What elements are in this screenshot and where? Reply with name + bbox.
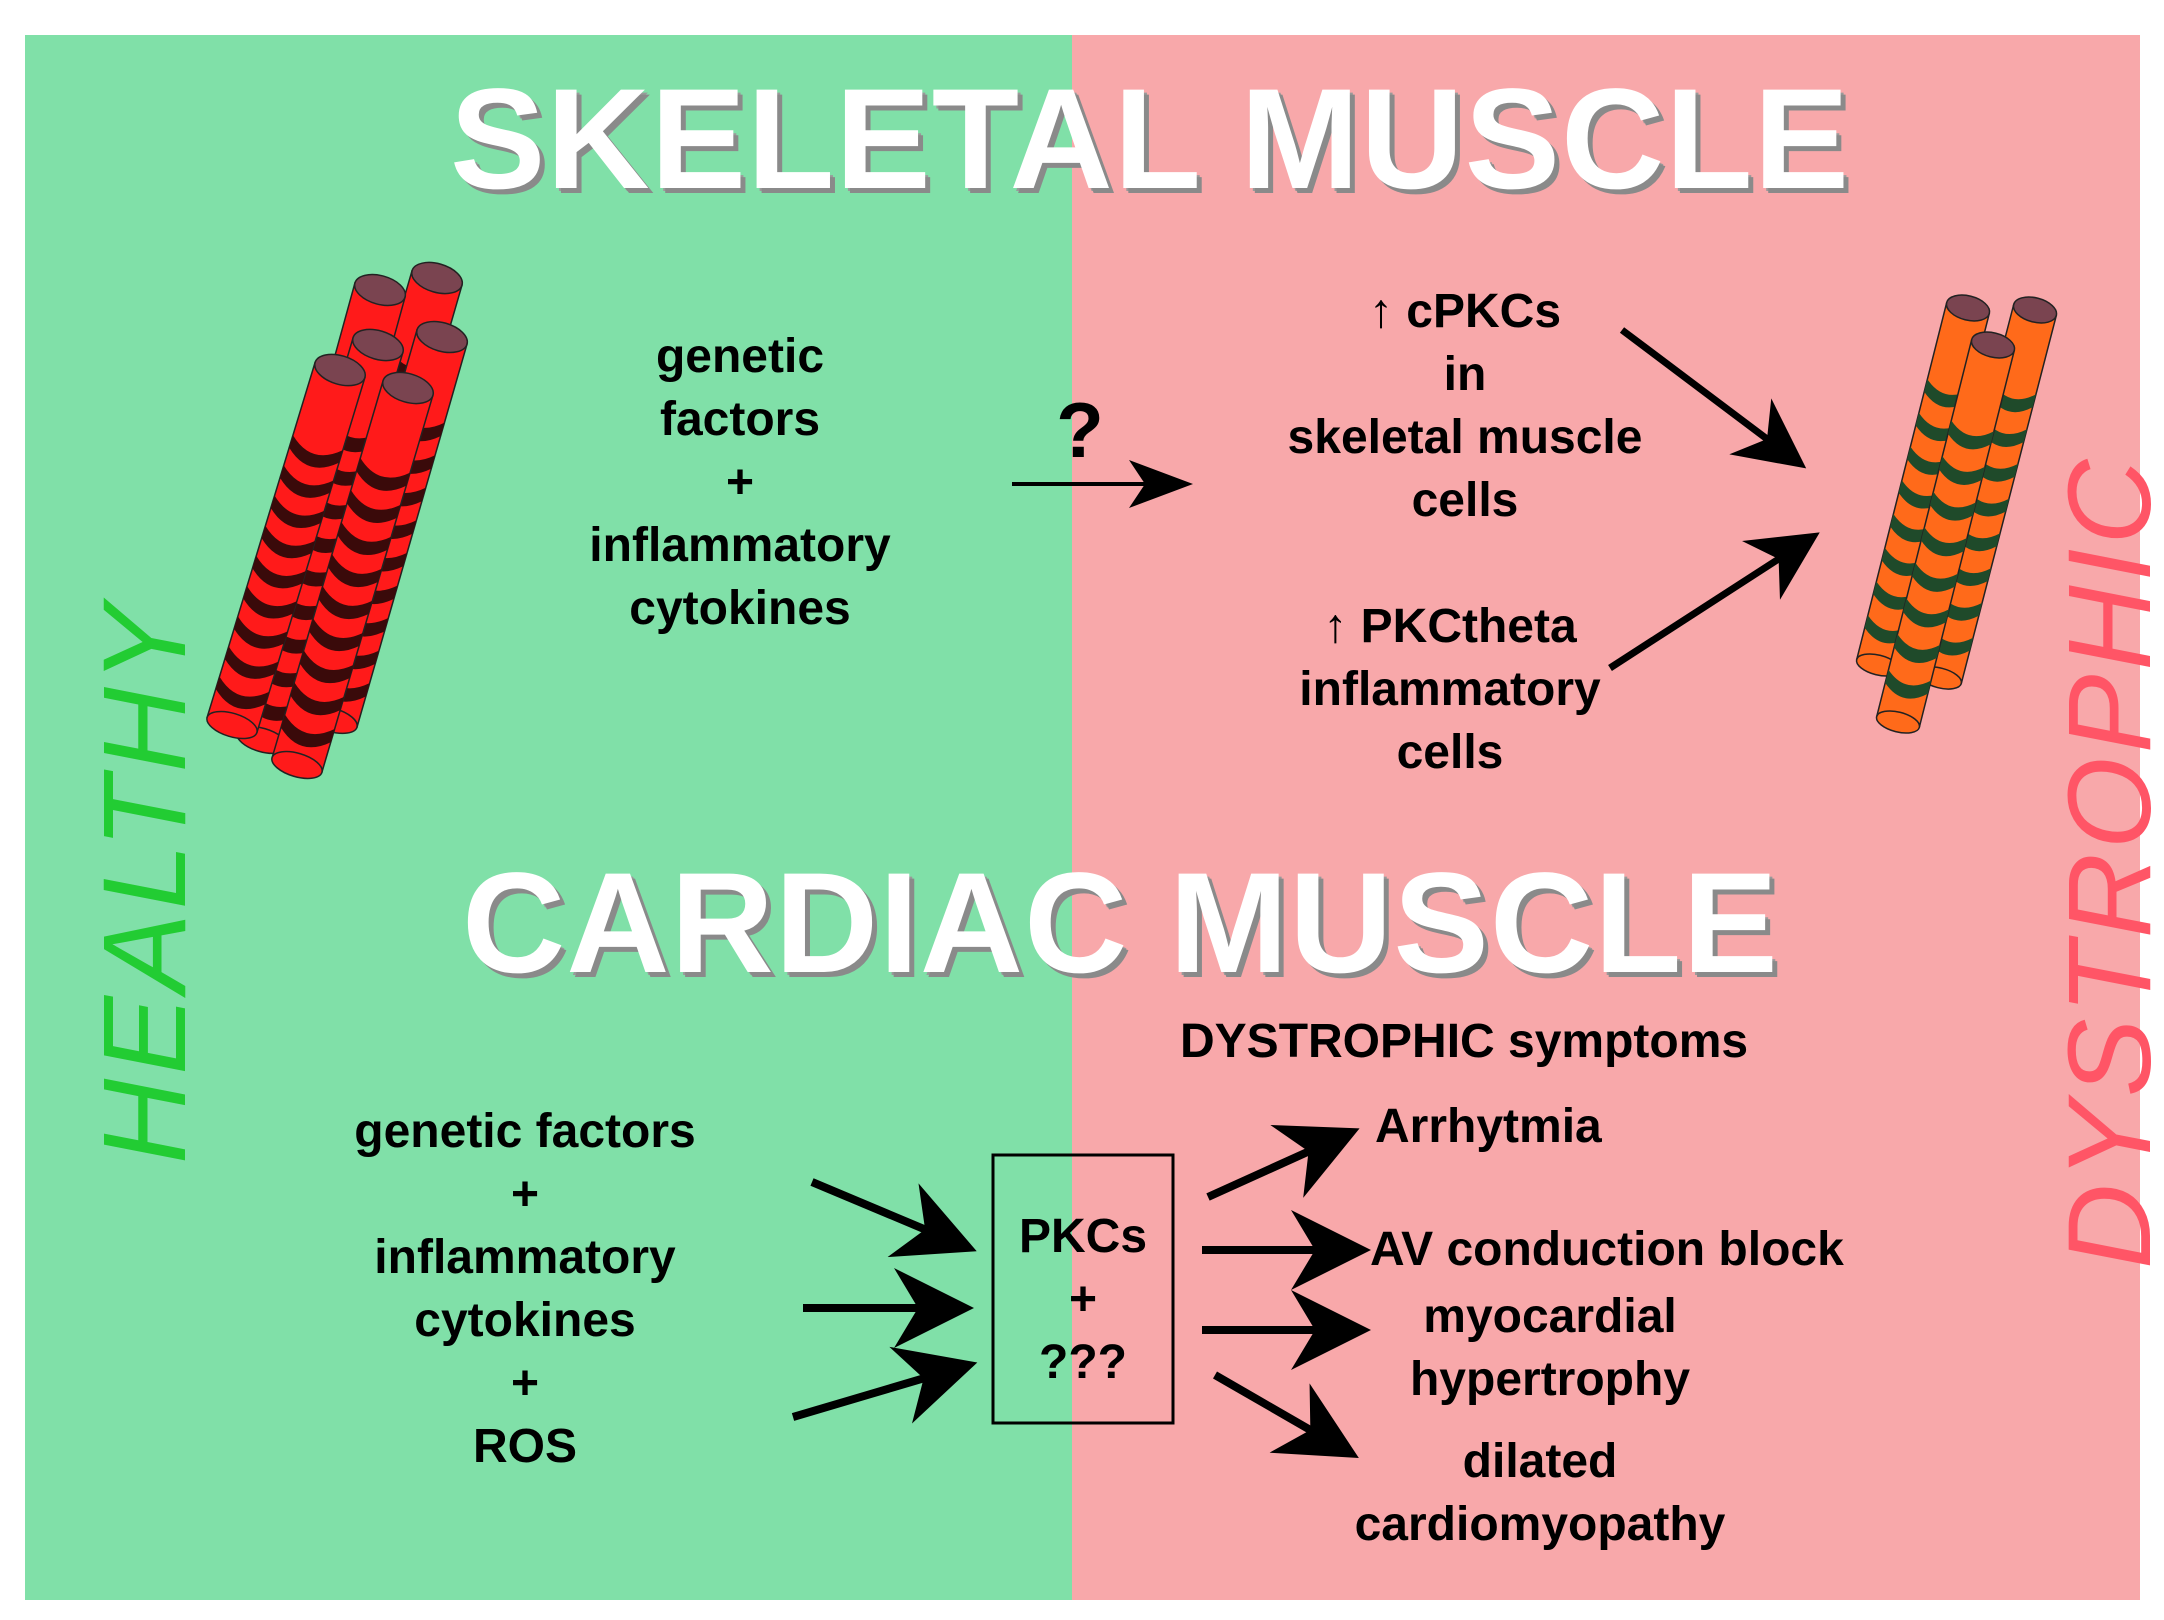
cpkc-arrow xyxy=(1619,327,1807,469)
dystrophic-label: DYSTROPHIC xyxy=(2044,455,2164,1269)
skeletal-cause-line-3: + xyxy=(725,456,755,509)
hypertrophy-line-1: myocardial xyxy=(1423,1290,1677,1343)
cardiac-cause-line-5: + xyxy=(510,1357,540,1410)
cardiac-muscle-title: CARDIAC MUSCLE xyxy=(462,844,1779,1003)
skeletal-cause-line-2: factors xyxy=(659,393,821,446)
question-mark: ? xyxy=(1056,386,1104,474)
dystrophic-fiber xyxy=(1875,331,2016,734)
cardiomyopathy-label: dilated cardiomyopathy xyxy=(1300,1430,1780,1556)
cardiac-cause-line-3: inflammatory xyxy=(374,1231,676,1284)
pkctheta-arrow xyxy=(1608,532,1820,671)
hypertrophy-label: myocardial hypertrophy xyxy=(1370,1285,1730,1411)
cardiac-cause-line-1: genetic factors xyxy=(354,1105,696,1158)
cpkc-line-3: skeletal muscle xyxy=(1287,411,1643,464)
skeletal-causes: genetic factors + inflammatory cytokines xyxy=(520,325,960,640)
cardiac-cause-line-6: ROS xyxy=(472,1420,577,1473)
symptoms-header: DYSTROPHIC symptoms xyxy=(1180,1015,1749,1068)
pkcs-box-text: PKCs + ??? xyxy=(993,1205,1173,1394)
cpkc-line-2: in xyxy=(1443,348,1487,401)
box-line-3: ??? xyxy=(1039,1336,1127,1389)
cpkc-line-4: cells xyxy=(1411,474,1519,527)
pkctheta-line-3: cells xyxy=(1396,726,1504,779)
cpkc-block: ↑ cPKCs in skeletal muscle cells xyxy=(1245,280,1685,532)
av-block-label: AV conduction block xyxy=(1370,1223,1844,1276)
cardiomyopathy-arrow xyxy=(1213,1371,1359,1458)
healthy-fiber xyxy=(206,353,366,740)
healthy-label: HEALTHY xyxy=(79,600,211,1165)
skeletal-cause-line-4: inflammatory xyxy=(589,519,891,572)
box-line-2: + xyxy=(1068,1273,1098,1326)
cardiac-input-arrow-3 xyxy=(791,1346,978,1424)
arrhythmia-label: Arrhytmia xyxy=(1375,1100,1602,1153)
pkctheta-line-1: ↑ PKCtheta xyxy=(1323,600,1577,653)
cardiomyopathy-line-1: dilated xyxy=(1462,1435,1618,1488)
hypertrophy-line-2: hypertrophy xyxy=(1409,1353,1691,1406)
box-line-1: PKCs xyxy=(1018,1210,1148,1263)
skeletal-muscle-title: SKELETAL MUSCLE xyxy=(450,60,1851,219)
pkcs-box xyxy=(991,1153,1175,1425)
pkctheta-line-2: inflammatory xyxy=(1299,663,1601,716)
cardiac-causes: genetic factors + inflammatory cytokines… xyxy=(290,1100,760,1478)
pkctheta-block: ↑ PKCtheta inflammatory cells xyxy=(1240,595,1660,784)
healthy-fiber xyxy=(271,371,435,780)
cardiac-cause-line-4: cytokines xyxy=(414,1294,636,1347)
cardiac-input-arrow-1 xyxy=(810,1178,977,1258)
skeletal-cause-line-1: genetic xyxy=(655,330,825,383)
cpkc-line-1: ↑ cPKCs xyxy=(1368,285,1562,338)
arrhythmia-arrow xyxy=(1206,1124,1360,1201)
skeletal-cause-line-5: cytokines xyxy=(629,582,851,635)
cardiomyopathy-line-2: cardiomyopathy xyxy=(1354,1498,1726,1551)
cardiac-cause-line-2: + xyxy=(510,1168,540,1221)
